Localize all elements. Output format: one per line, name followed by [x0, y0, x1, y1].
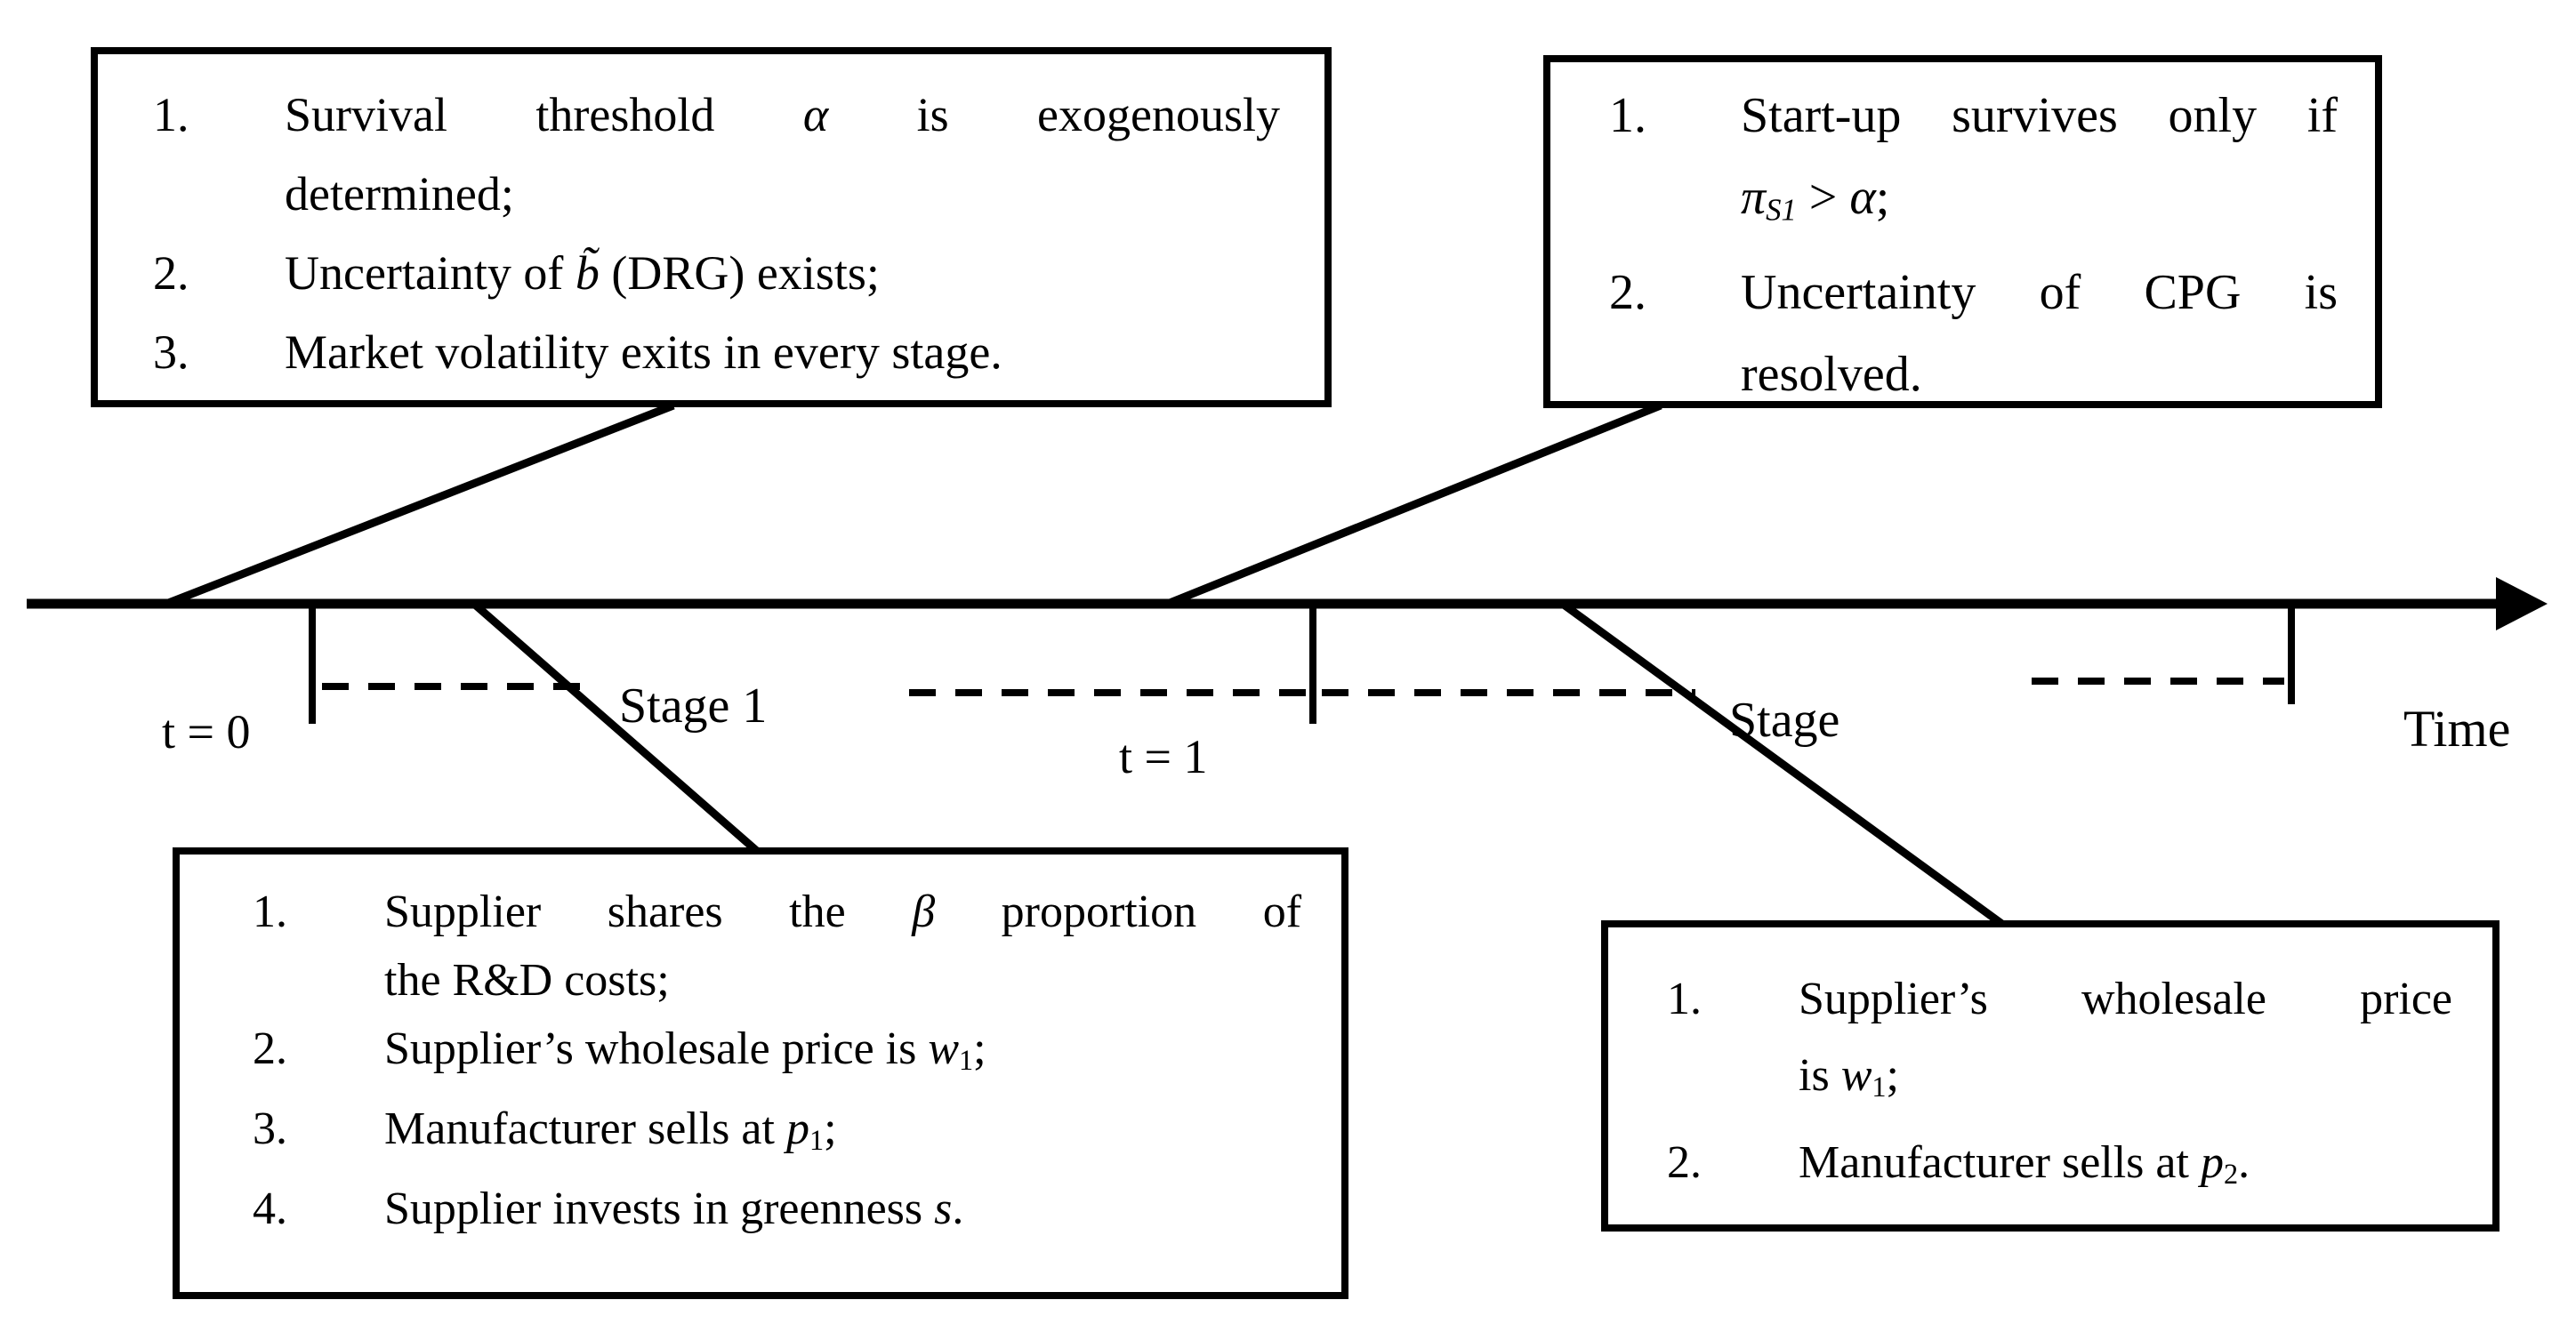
connector-bottom-right-box [1561, 601, 2006, 928]
connector-bottom-left-box [472, 601, 761, 855]
list-item-number: 1. [1609, 88, 1646, 143]
list-item: 2. Manufacturer sells at p2. [1667, 1125, 2452, 1212]
t1-label: t = 1 [1119, 730, 1208, 783]
list-item-number: 3. [253, 1103, 287, 1155]
t0-label: t = 0 [162, 705, 251, 758]
list-item-number: 1. [1667, 974, 1702, 1024]
list-item: 2. Supplier’s wholesale price is w1; [253, 1015, 1301, 1095]
list-item-number: 2. [1667, 1137, 1702, 1189]
list-item-number: 4. [253, 1184, 287, 1235]
list-item-text: Supplier invests in greenness s. [384, 1184, 964, 1235]
time-label: Time [2403, 700, 2511, 758]
list-item: 4. Supplier invests in greenness s. [253, 1175, 1301, 1243]
list-item-number: 2. [253, 1023, 287, 1074]
list-item-number: 2. [1609, 264, 1646, 320]
list-item-number: 2. [153, 246, 189, 300]
stage1-label: Stage 1 [619, 678, 768, 734]
axis-arrowhead-icon [2496, 577, 2548, 630]
list-item: 3. Market volatility exits in every stage… [153, 313, 1280, 392]
list-item-number: 1. [153, 88, 189, 141]
list-item-text: Manufacturer sells at p2. [1799, 1137, 2250, 1191]
connector-top-right-box [1163, 401, 1662, 609]
list-item-number: 1. [253, 887, 287, 937]
list-item-text: Market volatility exits in every stage. [285, 325, 1002, 379]
list-item-text: Uncertainty of b̃ (DRG) exists; [285, 246, 880, 300]
list-item-text: Manufacturer sells at p1; [384, 1103, 837, 1157]
list-item-number: 3. [153, 325, 189, 379]
list-item: 3. Manufacturer sells at p1; [253, 1095, 1301, 1175]
list-item: 2. Uncertainty of b̃ (DRG) exists; [153, 234, 1280, 313]
connector-top-left-box [165, 401, 675, 608]
stage2-label: Stage [1729, 693, 1840, 748]
list-item-text: Supplier’s wholesale price is w1; [384, 1023, 986, 1077]
